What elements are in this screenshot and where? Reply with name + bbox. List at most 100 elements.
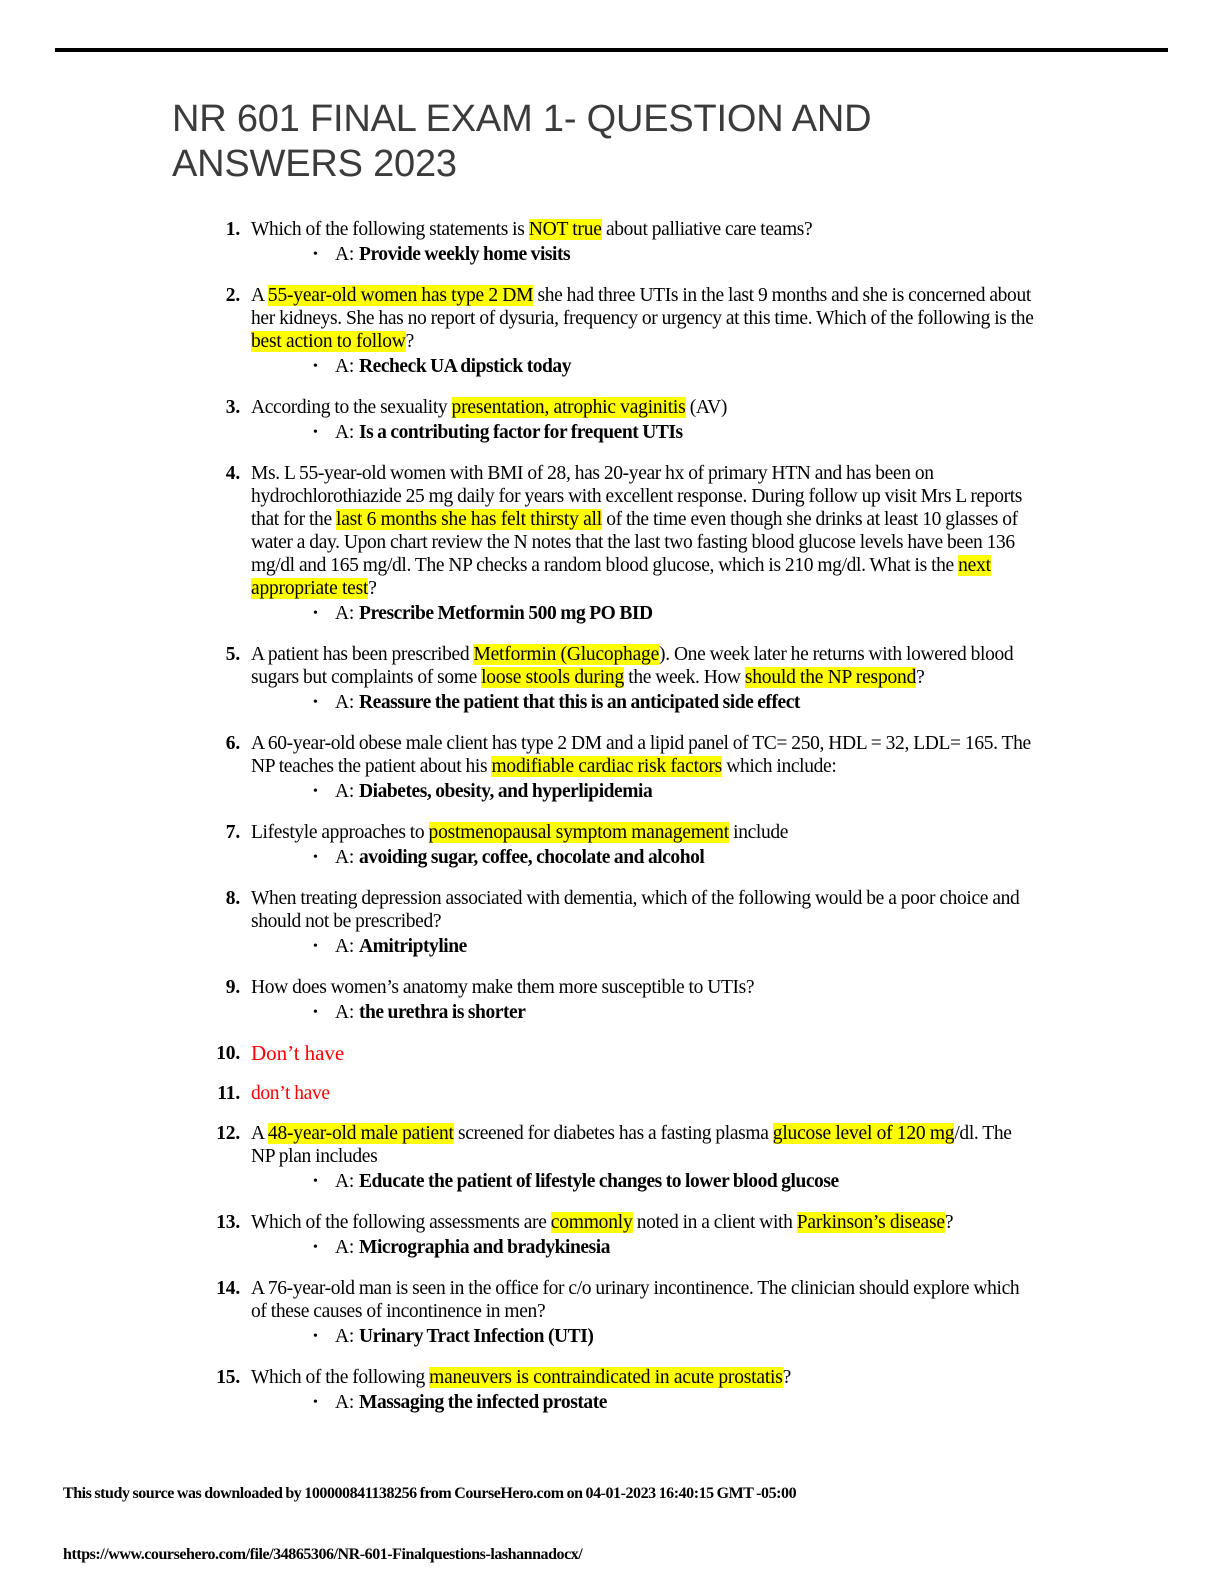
question-text: Ms. L 55-year-old women with BMI of 28, …: [251, 462, 1036, 600]
answer-label: A:: [335, 781, 355, 802]
highlighted-text: best action to follow: [251, 331, 406, 352]
question-item: 13.Which of the following assessments ar…: [206, 1211, 1036, 1260]
bullet-icon: •: [313, 1395, 318, 1410]
question-item: 4.Ms. L 55-year-old women with BMI of 28…: [206, 462, 1036, 626]
question-text-run: (AV): [685, 397, 728, 418]
bullet-icon: •: [313, 695, 318, 710]
highlighted-text: Metformin (Glucophage: [473, 644, 660, 665]
highlighted-text: presentation, atrophic vaginitis: [451, 397, 686, 418]
question-number: 3.: [225, 397, 240, 418]
highlighted-text: maneuvers is contraindicated in acute pr…: [429, 1367, 783, 1388]
question-number: 13.: [216, 1212, 240, 1233]
question-text: When treating depression associated with…: [251, 887, 1036, 933]
highlighted-text: 48-year-old male patient: [267, 1123, 454, 1144]
answer-label: A:: [335, 936, 355, 957]
answer-text: avoiding sugar, coffee, chocolate and al…: [358, 847, 705, 868]
answer-row: •A: Educate the patient of lifestyle cha…: [251, 1170, 1036, 1194]
question-text-run: include: [728, 822, 789, 843]
answer-label: A:: [335, 692, 355, 713]
bullet-icon: •: [313, 425, 318, 440]
question-number: 11.: [217, 1083, 240, 1104]
bullet-icon: •: [313, 1005, 318, 1020]
question-text-run: A 60-year-old obese male client has type…: [251, 733, 1031, 777]
question-item: 9. How does women’s anatomy make them mor…: [206, 976, 1036, 1025]
question-number: 5.: [225, 644, 240, 665]
question-text-run: noted in a client with: [632, 1212, 797, 1233]
answer-label: A:: [335, 244, 355, 265]
answer-row: •A: Prescribe Metformin 500 mg PO BID: [251, 602, 1036, 626]
question-missing-text: Don’t have: [251, 1042, 1036, 1065]
question-text-run: ?: [368, 578, 377, 599]
answer-text: Prescribe Metformin 500 mg PO BID: [358, 603, 653, 624]
question-number: 10.: [216, 1043, 240, 1064]
answer-row: •A: Massaging the infected prostate: [251, 1391, 1036, 1415]
answer-row: • A: Is a contributing factor for frequen…: [251, 421, 1036, 445]
highlighted-text: postmenopausal symptom management: [428, 822, 729, 843]
question-text-run: ?: [405, 331, 415, 352]
highlighted-text: 55-year-old women has type 2 DM: [267, 285, 534, 306]
question-item: 7.Lifestyle approaches to postmenopausal…: [206, 821, 1036, 870]
answer-label: A:: [335, 1171, 355, 1192]
answer-row: •A: Urinary Tract Infection (UTI): [251, 1325, 1036, 1349]
question-text-run: the week. How: [624, 667, 745, 688]
answer-list: • A: Is a contributing factor for frequen…: [251, 421, 1036, 445]
question-text-run: ). One week later he returns with lowere…: [251, 644, 1014, 688]
question-text-run: ?: [782, 1367, 792, 1388]
question-list: 1.Which of the following statements is N…: [206, 218, 1036, 1432]
answer-row: •A: the urethra is shorter: [251, 1001, 1036, 1025]
question-text-run: /dl. The NP plan includes: [251, 1123, 1012, 1167]
source-url: https://www.coursehero.com/file/34865306…: [63, 1546, 583, 1563]
question-item: 6.A 60-year-old obese male client has ty…: [206, 732, 1036, 804]
answer-text: Diabetes, obesity, and hyperlipidemia: [358, 781, 653, 802]
question-text-run: A: [251, 285, 268, 306]
question-text-run: Which of the following: [251, 1367, 430, 1388]
answer-text: Massaging the infected prostate: [358, 1392, 607, 1413]
question-text-run: of the time even though she drinks at le…: [251, 509, 1018, 576]
answer-label: A:: [335, 1326, 355, 1347]
question-text-run: Don’t have: [251, 1041, 345, 1065]
question-text-run: A patient has been prescribed: [251, 644, 474, 665]
answer-text: Amitriptyline: [358, 936, 467, 957]
answer-list: •A: Diabetes, obesity, and hyperlipidemi…: [251, 780, 1036, 804]
bullet-icon: •: [313, 1240, 318, 1255]
answer-label: A:: [335, 1002, 355, 1023]
question-item: 8. When treating depression associated wi…: [206, 887, 1036, 959]
answer-text: Reassure the patient that this is an ant…: [358, 692, 800, 713]
answer-list: •A: Educate the patient of lifestyle cha…: [251, 1170, 1036, 1194]
question-text-run: A 76-year-old man is seen in the office …: [251, 1278, 1020, 1322]
answer-text: Is a contributing factor for frequent UT…: [358, 422, 683, 443]
highlighted-text: loose stools during: [481, 667, 625, 688]
question-text: Lifestyle approaches to postmenopausal s…: [251, 821, 1036, 844]
answer-label: A:: [335, 356, 355, 377]
answer-text: Micrographia and bradykinesia: [358, 1237, 611, 1258]
question-number: 9.: [225, 977, 240, 998]
answer-row: • A: Reassure the patient that this is an…: [251, 691, 1036, 715]
answer-label: A:: [335, 422, 355, 443]
answer-row: •A: Provide weekly home visits: [251, 243, 1036, 267]
answer-list: •A: Prescribe Metformin 500 mg PO BID: [251, 602, 1036, 626]
question-text-run: When treating depression associated with…: [251, 888, 1020, 932]
question-item: 11.don’t have: [206, 1082, 1036, 1105]
download-note: This study source was downloaded by 1000…: [63, 1485, 797, 1502]
question-item: 14.A 76-year-old man is seen in the offi…: [206, 1277, 1036, 1349]
header-divider: [55, 48, 1168, 52]
highlighted-text: should the NP respond: [744, 667, 917, 688]
answer-row: • A: Micrographia and bradykinesia: [251, 1236, 1036, 1260]
question-text-run: ?: [916, 667, 925, 688]
bullet-icon: •: [313, 359, 318, 374]
answer-list: • A: Amitriptyline: [251, 935, 1036, 959]
bullet-icon: •: [313, 939, 318, 954]
bullet-icon: •: [313, 606, 318, 621]
question-text: Which of the following statements is NOT…: [251, 218, 1036, 241]
highlighted-text: modifiable cardiac risk factors: [491, 756, 723, 777]
question-text-run: screened for diabetes has a fasting plas…: [453, 1123, 773, 1144]
question-number: 8.: [225, 888, 240, 909]
question-text-run: How does women’s anatomy make them more …: [251, 977, 755, 998]
question-text-run: ?: [944, 1212, 954, 1233]
question-text-run: about palliative care teams?: [601, 219, 813, 240]
question-item: 1.Which of the following statements is N…: [206, 218, 1036, 267]
answer-text: Recheck UA dipstick today: [358, 356, 572, 377]
bullet-icon: •: [313, 850, 318, 865]
answer-label: A:: [335, 1237, 355, 1258]
